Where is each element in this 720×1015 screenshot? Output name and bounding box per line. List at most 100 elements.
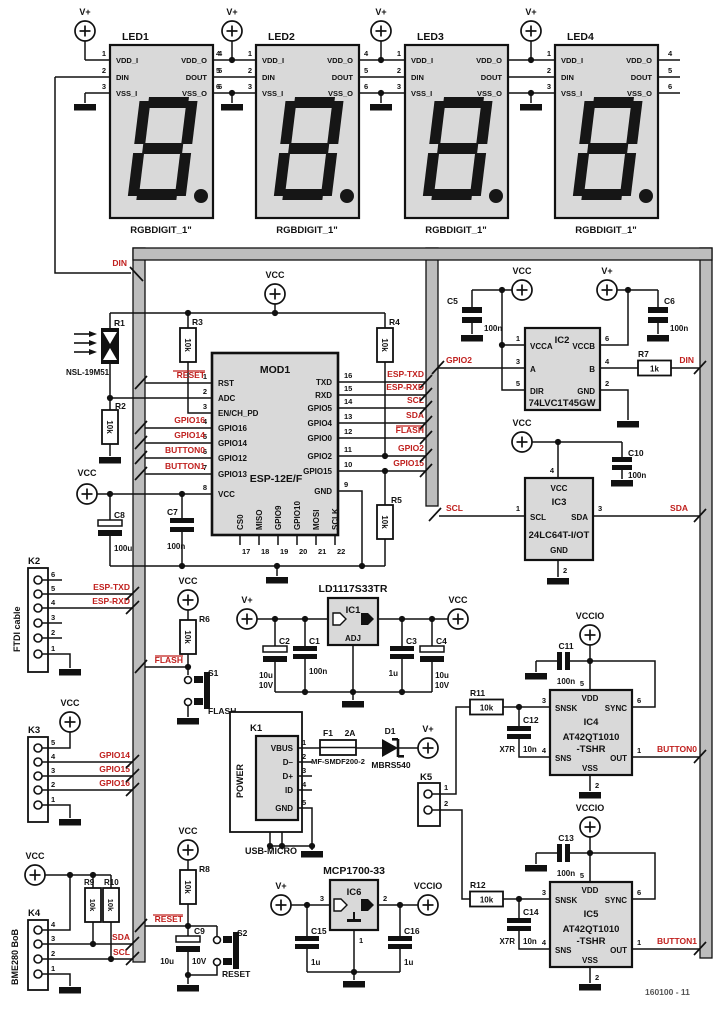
pin-label: OUT [610,946,627,955]
f1-rating: 2A [345,728,356,738]
gpio15-net-label: GPIO15 [99,764,130,774]
pin-number: 5 [203,432,207,441]
k1-part: USB-MICRO [245,846,297,856]
pin-label: GPIO5 [308,404,333,413]
led3-part: RGBDIGIT_1" [425,225,487,236]
pin-label: B [589,365,595,374]
pin-number: 5 [302,798,306,807]
pin-label: DOUT [481,73,503,82]
r6-value: 10k [183,630,192,644]
pin-label: GPIO4 [308,419,333,428]
mod1-bottom-stubs [239,535,336,545]
pin-number: 5 [580,871,584,880]
din-net-label: DIN [112,258,127,268]
pin-label: DOUT [631,73,653,82]
pin-number: 3 [51,934,55,943]
pin-number: 4 [605,357,610,366]
reg-in-arrow-icon [332,612,347,626]
sda-net-label: SDA [406,410,424,420]
ic5-body [548,880,634,969]
mod1-body [210,351,340,537]
signal-buses [132,247,713,963]
c9-plate-pos [175,935,201,943]
vcc-label: VCC [265,270,285,280]
pin-number: 4 [302,780,307,789]
led2-part: RGBDIGIT_1" [276,225,338,236]
k1-body [254,734,300,822]
pin-number: 4 [668,49,673,58]
d1-part: MBRS540 [371,760,410,770]
pin-number: 16 [344,371,352,380]
gpio14-net-label: GPIO14 [174,430,205,440]
pin-number: 1 [637,746,641,755]
pin-label: GND [577,387,595,396]
esp-rxd-net-label: ESP-RXD [92,596,130,606]
gpio14-net-label: GPIO14 [99,750,130,760]
pin-label: SNS [555,754,572,763]
s1-ref: S1 [208,668,219,678]
pin-label: MOSI [312,510,321,530]
pin-label: SDA [571,513,588,522]
c7-value: 100n [167,542,185,551]
r4-value: 10k [380,338,389,352]
c12-dielectric: X7R [499,745,515,754]
pin-label: DIN [116,73,129,82]
r2-ref: R2 [115,401,126,411]
led4-part: RGBDIGIT_1" [575,225,637,236]
k4-connector: K4 BME280 BoB VCC R9 R10 10k 10k 4 3 2 1… [10,851,140,994]
c3-ref: C3 [406,636,417,646]
reg-out-arrow-icon [361,899,374,911]
pin-label: VSS_O [328,89,353,98]
vplus-label: V+ [79,7,90,17]
pin-number: 1 [203,372,207,381]
pin-number: 4 [550,466,555,475]
r3-value: 10k [183,338,192,352]
pin-label: VDD [582,886,599,895]
pin-label: SCLK [331,508,340,530]
pin-label: VSS_O [182,89,207,98]
button1-net-label: BUTTON1 [657,936,697,946]
digit-dot [194,189,208,203]
c11-value: 100n [557,677,575,686]
pin-number: 1 [302,738,306,747]
pin-number: 3 [542,696,546,705]
button1-net-label: BUTTON1 [165,461,205,471]
r6-ref: R6 [199,614,210,624]
pin-number: 3 [203,402,207,411]
pin-label: VDD_I [116,56,138,65]
ic2-level-shifter: VCC C5 100n V+ C6 100n GPIO2 R7 1k DIN I… [431,266,707,428]
usb-power-section: K1 POWER VBUS D– D+ ID GND 1 2 3 4 5 USB… [229,711,439,858]
pin-number: 1 [516,504,520,513]
pin-label: D+ [283,772,294,781]
pin-label: DOUT [186,73,208,82]
led1-module: LED1 VDD_I DIN VSS_I VDD_O DOUT VSS_O 1 … [102,31,221,236]
pin-number: 4 [51,752,56,761]
c10-value: 100n [628,471,646,480]
pin-number: 3 [51,613,55,622]
pin-label: A [530,365,536,374]
k2-ref: K2 [28,556,40,567]
k1-ref: K1 [250,723,263,734]
r5-value: 10k [380,515,389,529]
c8-plate-pos [97,519,123,527]
c15-ref: C15 [311,926,327,936]
pin-label: VCC [218,490,235,499]
pin-number: 3 [516,357,520,366]
pin-label: SNS [555,946,572,955]
c9-ref: C9 [194,926,205,936]
pin-number: 3 [248,82,252,91]
vcc-label: VCC [512,266,532,276]
c6-ref: C6 [664,296,675,306]
din-net-label: DIN [679,355,694,365]
pin-label: OUT [610,754,627,763]
sda-net-label: SDA [670,503,688,513]
k5-connector: K5 1 2 [417,706,470,900]
pin-number: 5 [580,679,584,688]
pin-label: GPIO2 [308,452,333,461]
led-display-section: V+ V+ V+ V+ DIN LED1 VDD_I DIN VSS_I VDD… [54,7,680,282]
pin-label: GND [314,487,332,496]
led3-module: LED3 VDD_I DIN VSS_I VDD_O DOUT VSS_O 1 … [364,31,510,236]
pin-label: VDD_O [626,56,652,65]
button0-net-label: BUTTON0 [165,445,205,455]
pin-number: 5 [668,66,672,75]
